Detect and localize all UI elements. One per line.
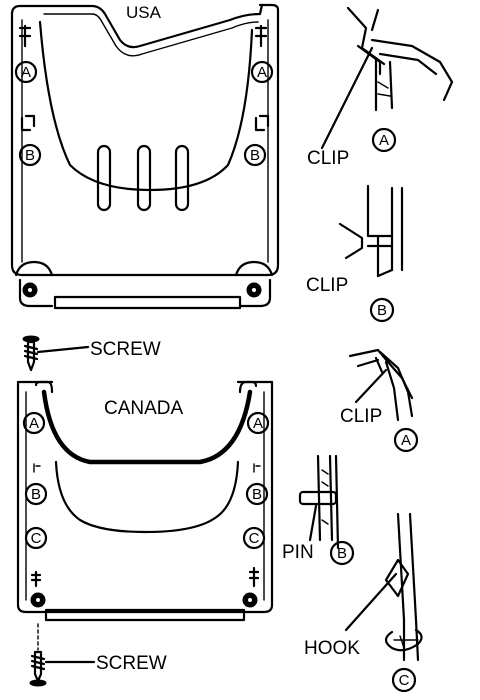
detail-usa-b-marker-letter: B bbox=[377, 302, 387, 319]
usa-marker-b-left-letter: B bbox=[25, 147, 35, 164]
detail-canada-clip-a-drawing bbox=[348, 348, 414, 422]
canada-marker-a-right-letter: A bbox=[253, 415, 263, 432]
canada-marker-a-left-letter: A bbox=[29, 415, 39, 432]
detail-canada-b-leader-line bbox=[308, 504, 318, 542]
usa-marker-a-left: A bbox=[14, 60, 38, 84]
canada-marker-c-right-letter: C bbox=[249, 530, 260, 547]
detail-canada-c-leader-line bbox=[344, 572, 398, 632]
usa-screw-label: SCREW bbox=[90, 339, 161, 360]
detail-canada-hook-c-drawing bbox=[384, 512, 423, 662]
usa-marker-b-left: B bbox=[18, 143, 42, 167]
canada-screw-label: SCREW bbox=[96, 653, 167, 674]
canada-seat-back-panel bbox=[16, 380, 274, 622]
detail-canada-b-label: PIN bbox=[282, 542, 314, 563]
canada-marker-c-left: C bbox=[24, 526, 48, 550]
detail-canada-pin-b-drawing bbox=[298, 454, 340, 550]
canada-marker-c-left-letter: C bbox=[31, 530, 42, 547]
usa-marker-a-right-letter: A bbox=[257, 64, 267, 81]
detail-usa-a-marker: A bbox=[371, 127, 397, 153]
canada-marker-a-left: A bbox=[22, 411, 46, 435]
usa-marker-a-right: A bbox=[250, 60, 274, 84]
detail-canada-a-marker-letter: A bbox=[401, 432, 411, 449]
canada-marker-a-right: A bbox=[246, 411, 270, 435]
canada-marker-b-left-letter: B bbox=[31, 486, 41, 503]
canada-marker-b-right: B bbox=[245, 482, 269, 506]
canada-marker-b-left: B bbox=[24, 482, 48, 506]
canada-screw-icon bbox=[29, 623, 96, 687]
usa-title: USA bbox=[126, 3, 162, 22]
detail-usa-clip-b-drawing bbox=[338, 184, 404, 278]
detail-canada-c-marker: C bbox=[391, 667, 417, 693]
usa-marker-a-left-letter: A bbox=[21, 64, 31, 81]
canada-title: CANADA bbox=[104, 398, 184, 419]
detail-usa-a-label: CLIP bbox=[307, 148, 349, 169]
detail-usa-b-marker: B bbox=[369, 297, 395, 323]
detail-usa-clip-a-drawing bbox=[346, 6, 454, 112]
usa-marker-b-right: B bbox=[243, 143, 267, 167]
detail-canada-c-label: HOOK bbox=[304, 638, 360, 659]
canada-marker-c-right: C bbox=[242, 526, 266, 550]
canada-marker-b-right-letter: B bbox=[252, 486, 262, 503]
detail-canada-b-marker: B bbox=[329, 540, 355, 566]
usa-marker-b-right-letter: B bbox=[250, 147, 260, 164]
detail-canada-a-marker: A bbox=[393, 427, 419, 453]
detail-canada-a-leader-line bbox=[354, 368, 388, 404]
detail-usa-b-label: CLIP bbox=[306, 275, 348, 296]
detail-canada-b-marker-letter: B bbox=[337, 545, 347, 562]
usa-screw-icon bbox=[22, 335, 90, 372]
detail-canada-c-marker-letter: C bbox=[399, 672, 410, 689]
detail-canada-a-label: CLIP bbox=[340, 406, 382, 427]
detail-usa-a-marker-letter: A bbox=[379, 132, 389, 149]
usa-seat-back-panel bbox=[10, 3, 280, 310]
detail-usa-a-leader-line bbox=[320, 46, 374, 150]
